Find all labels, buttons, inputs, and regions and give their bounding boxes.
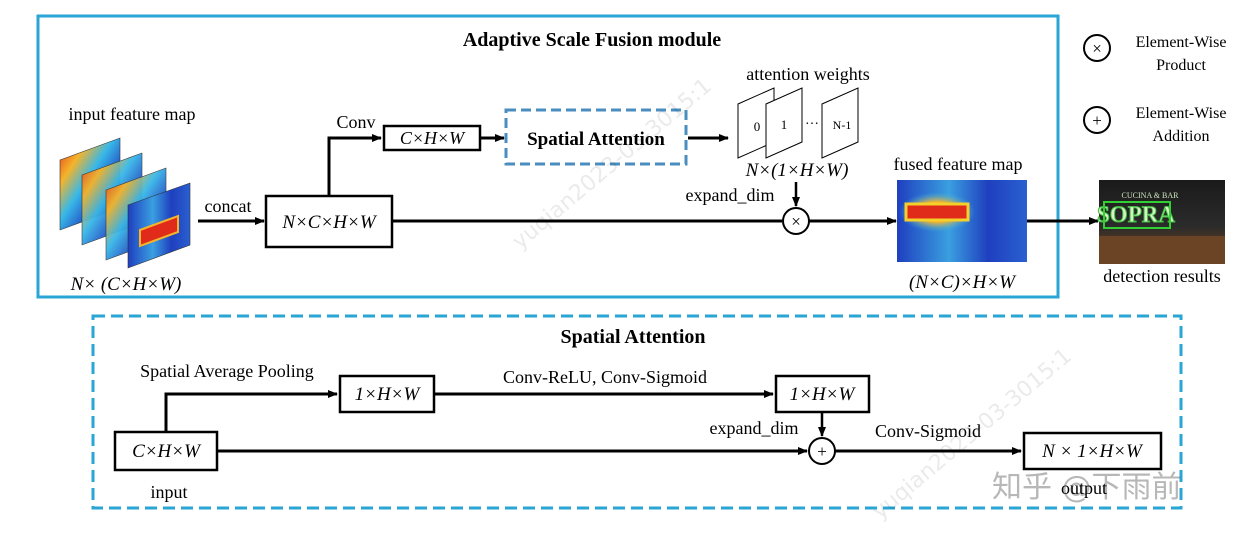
weight-slice-n-1: [821, 87, 859, 159]
legend-product-icon: [1083, 34, 1111, 62]
detection-results-image: CUCINA & BAR SOPRA: [1097, 180, 1225, 264]
pooling-arrow: [164, 390, 338, 432]
weight-slice-1-label: 1: [781, 117, 788, 132]
pool-box: [338, 374, 436, 414]
conv-box-label: C×H×W: [400, 128, 466, 148]
sa-output-box-label: N × 1×H×W: [1041, 441, 1144, 462]
fused-feature-map: [897, 180, 1027, 262]
fused-map-hotspot: [904, 202, 970, 222]
legend-product-label-2: Product: [1156, 57, 1206, 74]
sa-detail-frame: [91, 314, 1183, 510]
watermark-zhihu: 知乎 @下雨前: [992, 470, 1182, 505]
stack-box-label: N×C×H×W: [281, 212, 378, 233]
pooling-label: Spatial Average Pooling: [140, 361, 314, 381]
input-feature-maps: [59, 137, 191, 269]
input-dims: N× (C×H×W): [70, 274, 182, 295]
legend-addition-label-1: Element-Wise: [1136, 105, 1227, 122]
stack-box: [264, 194, 394, 249]
sa-detail-title: Spatial Attention: [560, 326, 705, 348]
sa-input-box-label: C×H×W: [132, 441, 202, 462]
spatial-attention-box: [504, 108, 688, 166]
legend-product-label-1: Element-Wise: [1136, 34, 1227, 51]
weight-ellipsis: ···: [805, 117, 819, 132]
detection-results-label: detection results: [1103, 266, 1220, 286]
sa-output-label: output: [1061, 478, 1107, 498]
detection-bounding-box: [1103, 201, 1171, 229]
detection-sign: SOPRA: [1097, 202, 1175, 227]
conv-path-arrow: [327, 134, 382, 196]
legend: × Element-Wise Product + Element-Wise Ad…: [1083, 34, 1227, 145]
detection-building: [1099, 236, 1225, 264]
fused-dims: (N×C)×H×W: [909, 272, 1017, 293]
pool-box-label: 1×H×W: [355, 384, 422, 405]
legend-addition-symbol: +: [1092, 111, 1102, 130]
concat-label: concat: [205, 196, 252, 216]
sa-output-box: [1022, 431, 1163, 471]
sig-box: [774, 374, 871, 414]
conv-relu-label: Conv-ReLU, Conv-Sigmoid: [503, 367, 707, 387]
feature-map-hotspot: [139, 214, 179, 248]
asf-module-frame: [36, 14, 1060, 299]
sa-input-label: input: [150, 482, 187, 502]
legend-addition-label-2: Addition: [1153, 128, 1210, 145]
asf-expand-dim-label: expand_dim: [686, 185, 775, 205]
asf-module-title: Adaptive Scale Fusion module: [463, 29, 721, 51]
attention-weights-label: attention weights: [746, 64, 869, 84]
sa-expand-dim-label: expand_dim: [710, 418, 799, 438]
fused-feature-map-label: fused feature map: [894, 154, 1023, 174]
weight-slice-n-1-label: N-1: [833, 118, 852, 132]
conv-label: Conv: [336, 112, 375, 132]
weight-slice-0-label: 0: [754, 119, 761, 134]
conv-sigmoid-label: Conv-Sigmoid: [875, 421, 981, 441]
input-feature-map-label: input feature map: [69, 104, 196, 124]
attention-weight-slices: 0 1 ··· N-1: [737, 87, 859, 159]
legend-product-symbol: ×: [1092, 39, 1102, 58]
addition-node-symbol: +: [817, 442, 827, 461]
sig-box-label: 1×H×W: [790, 384, 857, 405]
product-node-symbol: ×: [791, 212, 801, 231]
spatial-attention-box-label: Spatial Attention: [527, 129, 665, 150]
legend-addition-icon: [1083, 106, 1111, 134]
detection-sign-top: CUCINA & BAR: [1122, 191, 1180, 200]
weight-slice-1: [765, 87, 803, 159]
weights-dims: N×(1×H×W): [745, 160, 849, 181]
